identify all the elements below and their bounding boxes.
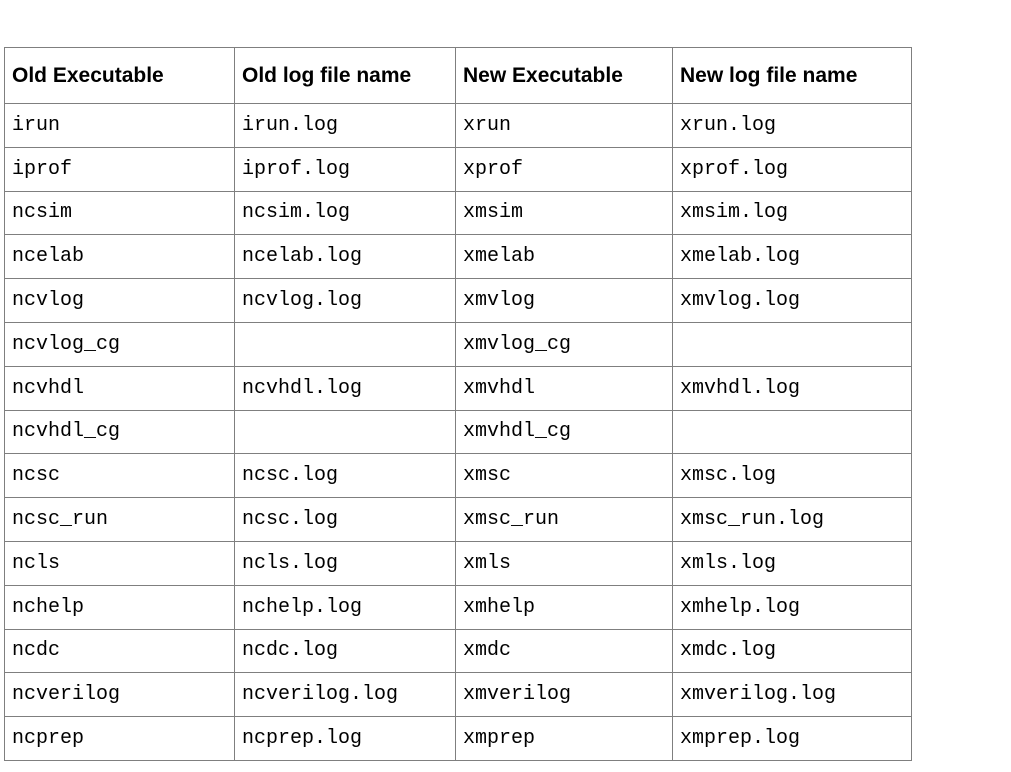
new-executable-cell: xprof	[455, 146, 673, 192]
old-executable-cell: ncls	[4, 540, 235, 586]
old-log-file-cell: ncls.log	[234, 540, 456, 586]
new-log-file-cell	[672, 409, 912, 455]
new-log-file-cell: xmverilog.log	[672, 672, 912, 718]
header-new-log-file-name: New log file name	[672, 47, 912, 104]
old-executable-cell: ncverilog	[4, 672, 235, 718]
old-log-file-cell: ncelab.log	[234, 234, 456, 280]
old-log-file-cell: ncprep.log	[234, 716, 456, 761]
old-log-file-cell: irun.log	[234, 103, 456, 148]
new-log-file-cell: xmelab.log	[672, 234, 912, 280]
old-executable-cell: ncvhdl	[4, 365, 235, 411]
old-executable-cell: ncvhdl_cg	[4, 409, 235, 455]
old-log-file-cell: ncvhdl.log	[234, 365, 456, 411]
header-old-executable: Old Executable	[4, 47, 235, 104]
old-executable-cell: iprof	[4, 146, 235, 192]
new-executable-cell: xmvlog	[455, 278, 673, 323]
old-log-file-cell: ncsim.log	[234, 190, 456, 236]
old-executable-cell: ncsc_run	[4, 497, 235, 542]
new-executable-cell: xmvlog_cg	[455, 321, 673, 367]
new-log-file-cell: xmsim.log	[672, 190, 912, 236]
new-executable-cell: xmvhdl	[455, 365, 673, 411]
old-log-file-cell: ncsc.log	[234, 453, 456, 499]
new-executable-cell: xmdc	[455, 628, 673, 674]
new-log-file-cell: xmsc.log	[672, 453, 912, 499]
new-executable-cell: xmelab	[455, 234, 673, 280]
new-executable-cell: xmverilog	[455, 672, 673, 718]
old-executable-cell: ncsc	[4, 453, 235, 499]
old-log-file-cell: ncvlog.log	[234, 278, 456, 323]
new-executable-cell: xmhelp	[455, 584, 673, 630]
new-log-file-cell: xmprep.log	[672, 716, 912, 761]
new-log-file-cell: xmsc_run.log	[672, 497, 912, 542]
old-executable-cell: ncsim	[4, 190, 235, 236]
header-old-log-file-name: Old log file name	[234, 47, 456, 104]
new-log-file-cell: xmls.log	[672, 540, 912, 586]
old-log-file-cell	[234, 321, 456, 367]
new-log-file-cell: xmvhdl.log	[672, 365, 912, 411]
old-log-file-cell: nchelp.log	[234, 584, 456, 630]
new-log-file-cell: xrun.log	[672, 103, 912, 148]
old-log-file-cell	[234, 409, 456, 455]
new-executable-cell: xmprep	[455, 716, 673, 761]
old-executable-cell: nchelp	[4, 584, 235, 630]
new-executable-cell: xmls	[455, 540, 673, 586]
new-executable-cell: xrun	[455, 103, 673, 148]
new-log-file-cell: xmvlog.log	[672, 278, 912, 323]
old-log-file-cell: iprof.log	[234, 146, 456, 192]
new-log-file-cell: xmhelp.log	[672, 584, 912, 630]
old-executable-cell: ncprep	[4, 716, 235, 761]
executable-mapping-table: Old Executable Old log file name New Exe…	[4, 47, 912, 761]
old-log-file-cell: ncverilog.log	[234, 672, 456, 718]
new-executable-cell: xmvhdl_cg	[455, 409, 673, 455]
old-executable-cell: ncvlog_cg	[4, 321, 235, 367]
old-executable-cell: ncdc	[4, 628, 235, 674]
old-executable-cell: irun	[4, 103, 235, 148]
old-executable-cell: ncelab	[4, 234, 235, 280]
old-log-file-cell: ncdc.log	[234, 628, 456, 674]
header-row: Old Executable Old log file name New Exe…	[4, 47, 912, 104]
table-header: Old Executable Old log file name New Exe…	[4, 47, 912, 104]
new-log-file-cell: xprof.log	[672, 146, 912, 192]
new-executable-cell: xmsc_run	[455, 497, 673, 542]
new-executable-cell: xmsim	[455, 190, 673, 236]
table-row: ncvlog_cg xmvlog_cg	[4, 321, 912, 367]
old-log-file-cell: ncsc.log	[234, 497, 456, 542]
old-executable-cell: ncvlog	[4, 278, 235, 323]
new-log-file-cell	[672, 321, 912, 367]
table-row: ncvhdl_cg xmvhdl_cg	[4, 409, 912, 455]
header-new-executable: New Executable	[455, 47, 673, 104]
new-log-file-cell: xmdc.log	[672, 628, 912, 674]
new-executable-cell: xmsc	[455, 453, 673, 499]
